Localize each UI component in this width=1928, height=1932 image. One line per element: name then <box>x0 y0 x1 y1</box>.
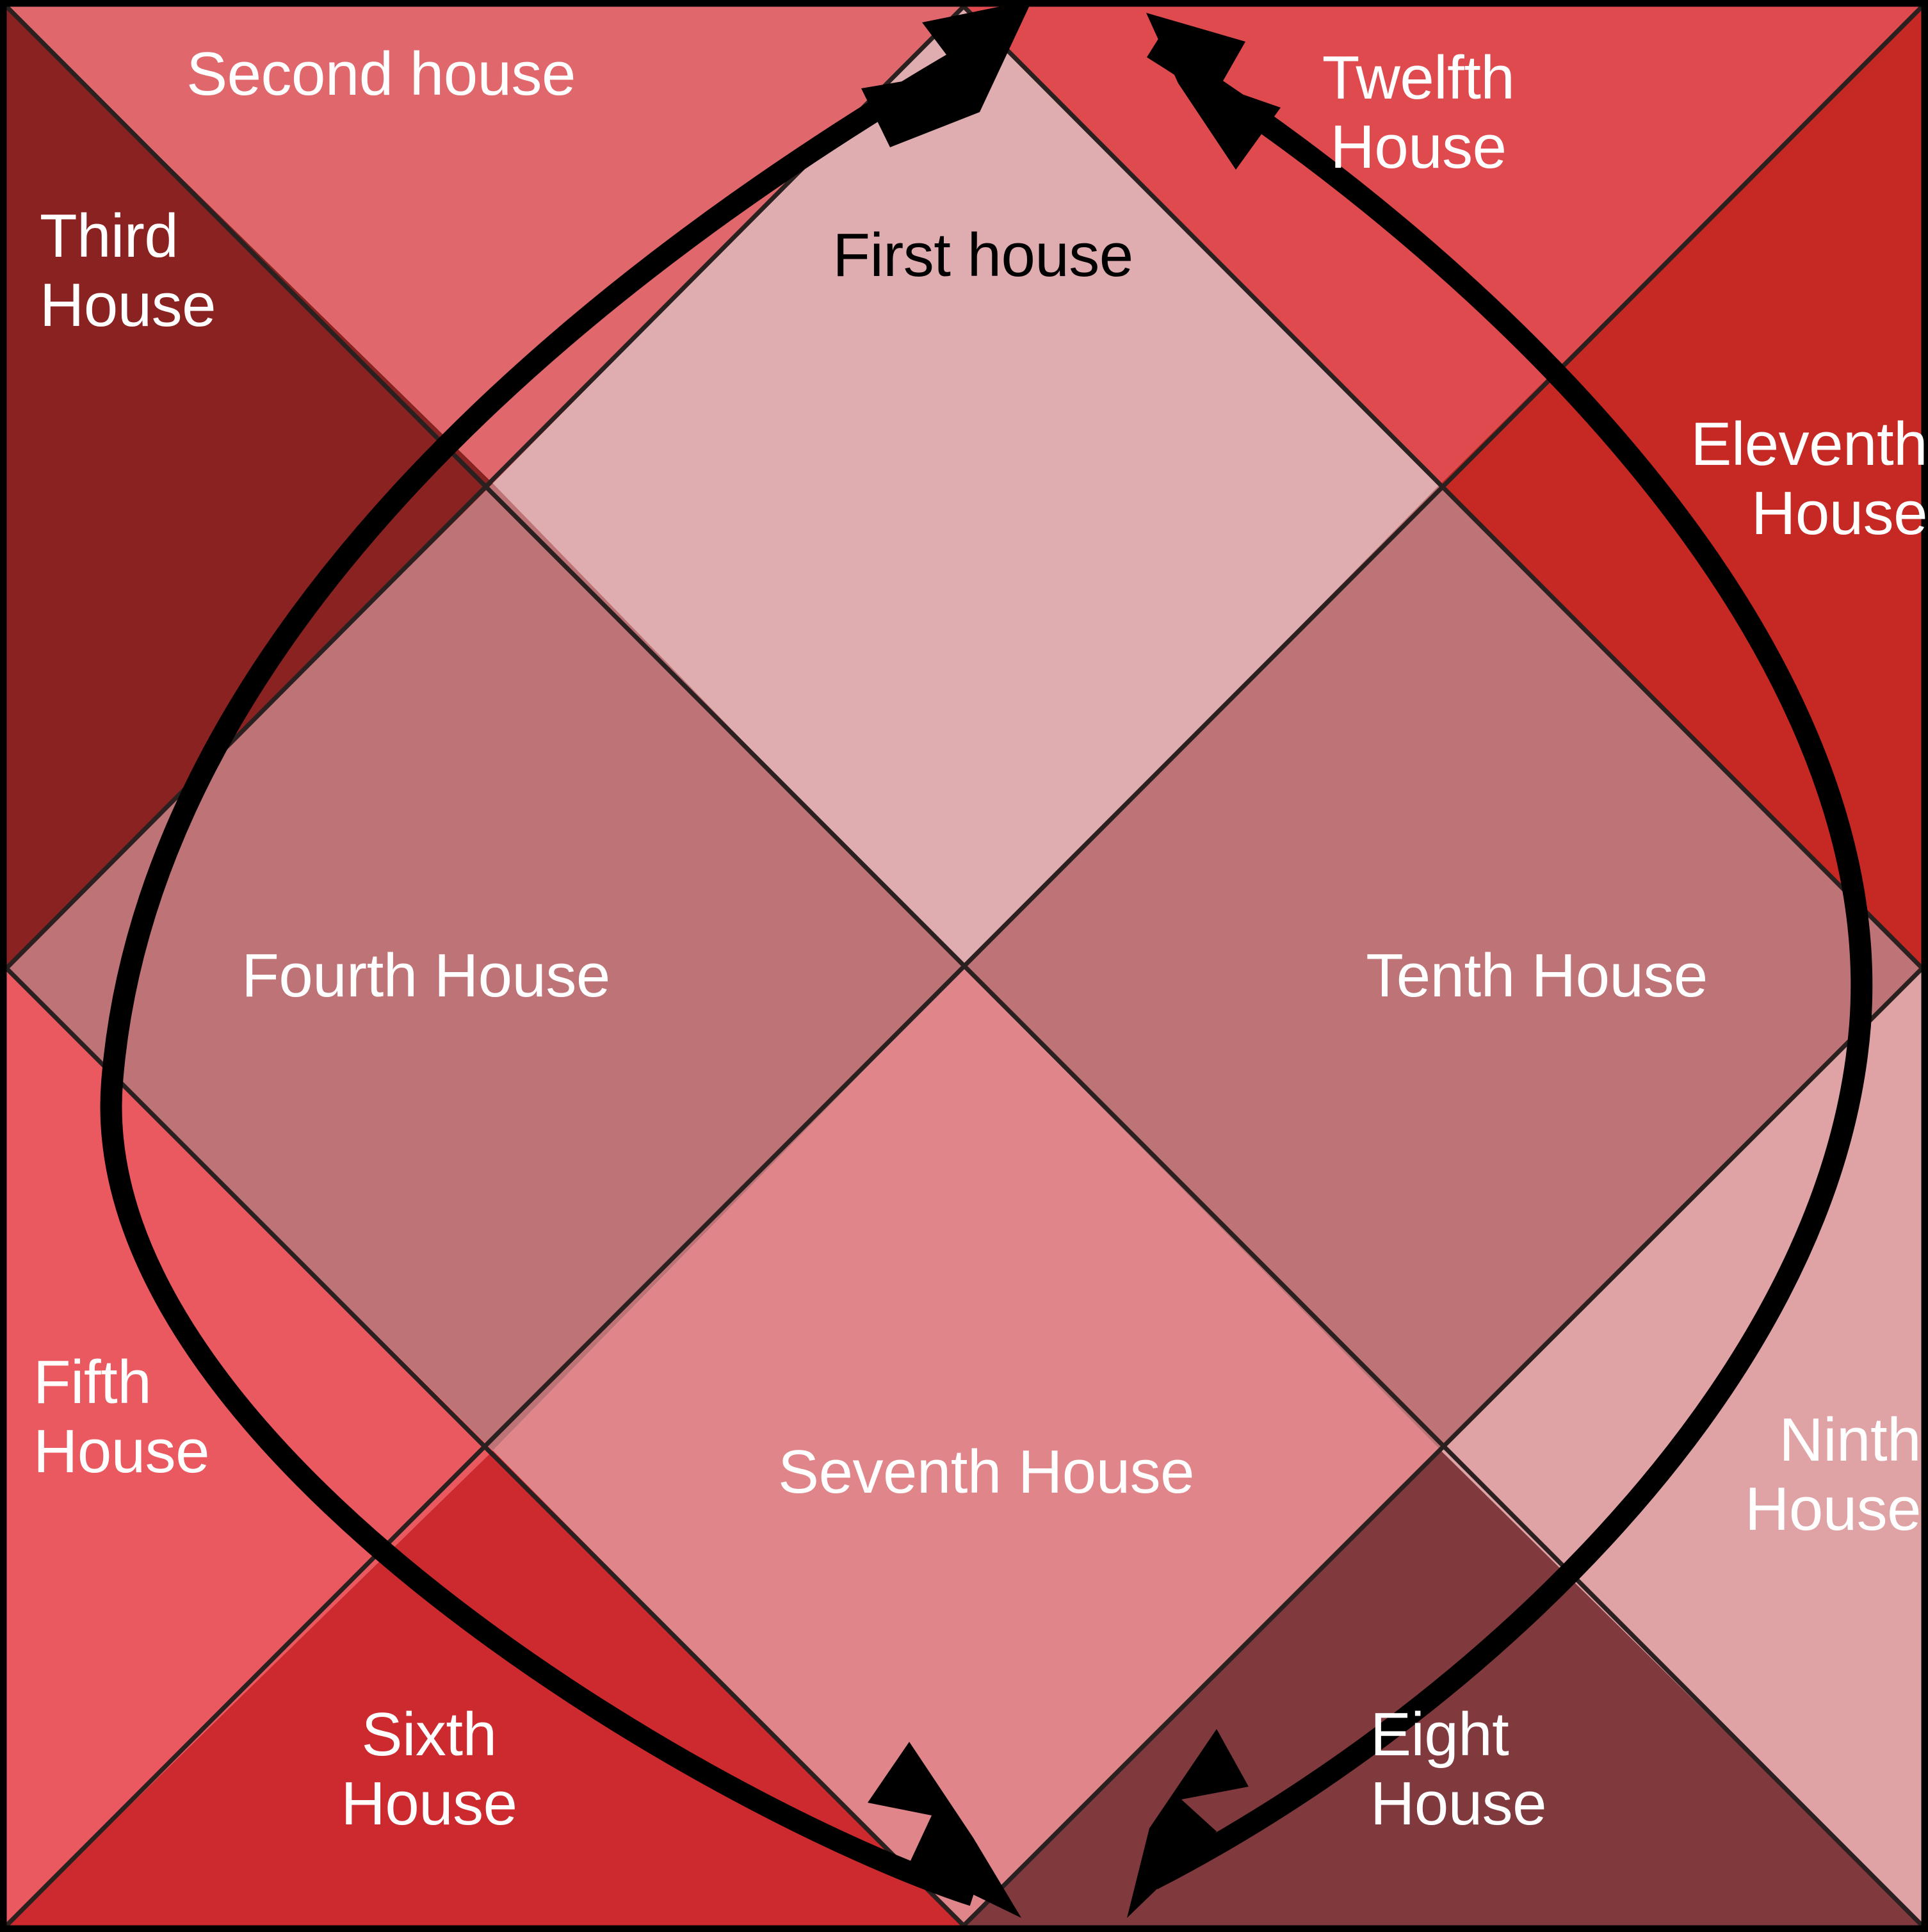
region-fourth-house-upper[interactable] <box>6 483 964 968</box>
region-tenth-house-upper[interactable] <box>964 483 1922 968</box>
divider-diagonal-ne-sw <box>3 3 1925 1929</box>
region-sixth-house[interactable] <box>6 1450 964 1926</box>
region-seventh-house-left[interactable] <box>493 968 964 1926</box>
region-tenth-house-lower[interactable] <box>964 968 1922 1450</box>
region-twelfth-house[interactable] <box>964 6 1922 483</box>
region-fourth-house-lower[interactable] <box>6 968 964 1450</box>
ecliptic-oval-path <box>100 26 1873 1906</box>
arrow-top-right-head <box>1146 13 1281 170</box>
region-first-house-right[interactable] <box>964 6 1441 968</box>
oval-left-arc <box>100 26 1008 1906</box>
house-regions <box>6 6 1922 1926</box>
arrow-bottom-right-head <box>1127 1729 1249 1918</box>
arrow-top-left-head <box>861 0 1032 147</box>
arrow-bottom-left-head <box>868 1742 1021 1918</box>
region-seventh-house-right[interactable] <box>964 968 1441 1926</box>
region-first-house-left[interactable] <box>493 6 964 968</box>
ecliptic-arrowheads <box>861 0 1281 1918</box>
region-second-house[interactable] <box>6 6 964 483</box>
oval-right-arc <box>1146 38 1873 1890</box>
region-third-house[interactable] <box>6 6 493 968</box>
